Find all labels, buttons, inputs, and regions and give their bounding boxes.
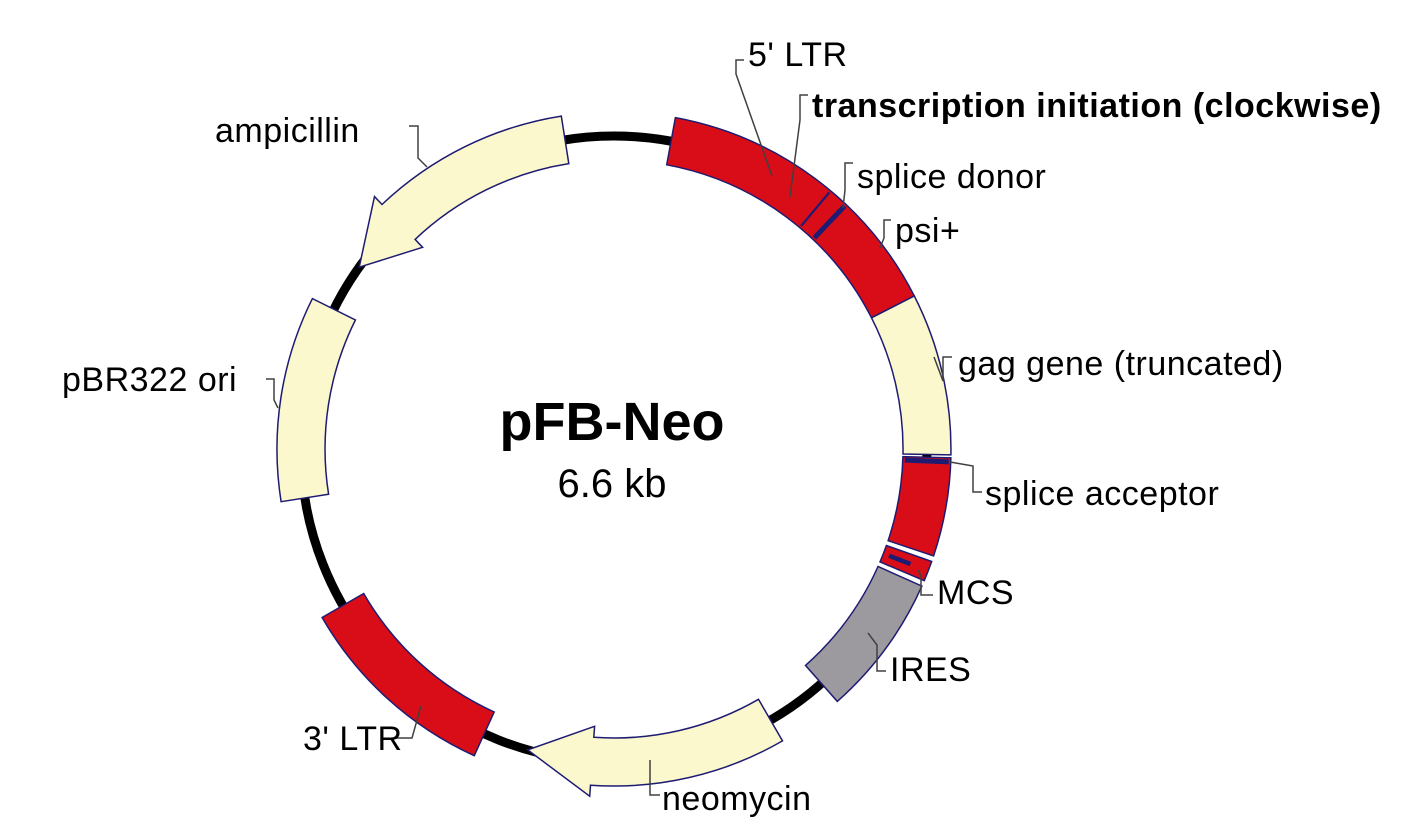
callout-label-psi-plus: psi+ — [895, 212, 960, 250]
leader-line-splice-donor — [842, 162, 853, 209]
leader-line-gag-gene — [933, 356, 952, 382]
callout-label-neomycin: neomycin — [662, 780, 812, 818]
feature-segment-gag-gene — [870, 294, 952, 456]
callout-label-mcs: MCS — [937, 574, 1014, 612]
callout-label-gag-gene: gag gene (truncated) — [958, 345, 1284, 383]
leader-line-five-ltr — [735, 59, 773, 177]
feature-segment-splice-acceptor-region — [887, 455, 952, 557]
site-mark-transcription-initiation-mark — [800, 191, 831, 227]
callout-label-splice-donor: splice donor — [857, 158, 1046, 196]
feature-segment-neomycin-arrow — [526, 698, 784, 798]
leader-line-three-ltr — [394, 705, 422, 739]
feature-segment-ires — [804, 565, 923, 703]
segment-gap-1 — [874, 560, 928, 588]
callout-label-pbr322-ori: pBR322 ori — [62, 361, 237, 399]
leader-line-transcription-initiation — [789, 94, 808, 198]
feature-segment-pbr322-ori — [276, 297, 357, 503]
leader-line-mcs — [917, 569, 933, 596]
leader-line-ires — [867, 632, 886, 672]
callout-label-five-ltr: 5' LTR — [748, 36, 848, 74]
plasmid-size: 6.6 kb — [558, 462, 667, 506]
callout-label-transcription-initiation: transcription initiation (clockwise) — [812, 87, 1382, 125]
segment-gap-0 — [882, 539, 938, 563]
leader-line-psi-plus — [879, 219, 891, 249]
site-mark-splice-donor-mark — [812, 204, 847, 240]
leader-line-neomycin — [649, 760, 660, 796]
plasmid-name: pFB-Neo — [500, 392, 725, 452]
site-mark-splice-acceptor-mark — [904, 457, 949, 465]
callout-label-three-ltr: 3' LTR — [303, 720, 403, 758]
site-mark-mcs-mark — [888, 553, 912, 567]
callout-label-ampicillin: ampicillin — [215, 112, 360, 150]
leader-line-pbr322-ori — [266, 378, 279, 409]
callout-label-ires: IRES — [890, 651, 971, 689]
callout-label-splice-acceptor: splice acceptor — [985, 475, 1219, 513]
feature-segment-ampicillin-arrow — [358, 115, 570, 269]
leader-line-splice-acceptor — [949, 461, 982, 493]
feature-segment-five-ltr-region — [665, 116, 916, 319]
leader-line-ampicillin — [409, 125, 428, 168]
